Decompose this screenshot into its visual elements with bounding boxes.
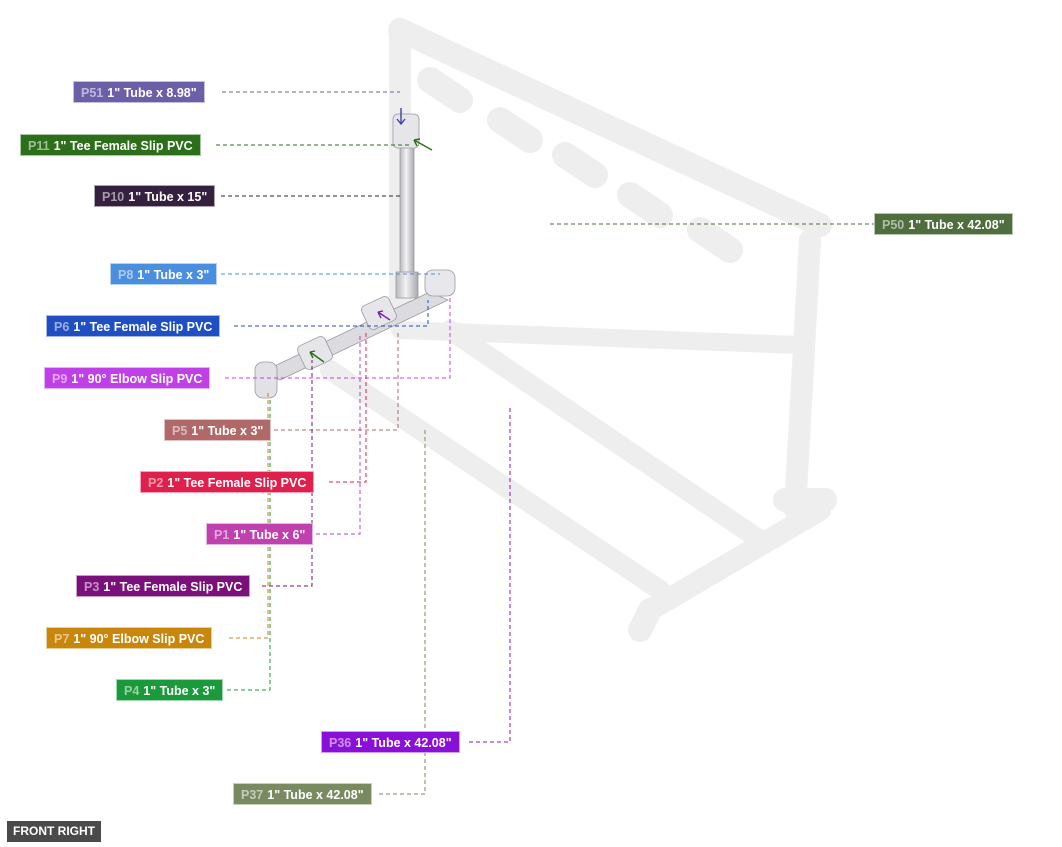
part-id: P36 [329, 736, 352, 750]
part-id: P3 [84, 580, 100, 594]
part-id: P11 [28, 139, 50, 153]
part-desc: 1" Tee Female Slip PVC [103, 580, 243, 594]
part-desc: 1" Tube x 3" [191, 424, 264, 438]
part-id: P51 [81, 86, 104, 100]
part-desc: 1" Tube x 42.08" [908, 218, 1005, 232]
part-desc: 1" Tube x 42.08" [267, 788, 364, 802]
front-assembly [254, 113, 456, 399]
part-id: P37 [241, 788, 264, 802]
part-id: P50 [882, 218, 905, 232]
faded-frame [320, 18, 837, 642]
part-id: P8 [118, 268, 134, 282]
part-desc: 1" Tube x 6" [233, 528, 306, 542]
part-desc: 1" 90° Elbow Slip PVC [71, 372, 203, 386]
part-id: P6 [54, 320, 70, 334]
part-desc: 1" Tube x 3" [137, 268, 210, 282]
view-label: FRONT RIGHT [6, 820, 102, 843]
part-desc: 1" Tube x 8.98" [107, 86, 197, 100]
part-id: P4 [124, 684, 140, 698]
part-desc: 1" Tube x 3" [143, 684, 216, 698]
part-id: P2 [148, 476, 164, 490]
part-desc: 1" Tube x 15" [128, 190, 208, 204]
part-desc: 1" Tee Female Slip PVC [73, 320, 213, 334]
part-id: P9 [52, 372, 68, 386]
part-id: P5 [172, 424, 188, 438]
part-id: P7 [54, 632, 70, 646]
part-id: P1 [214, 528, 230, 542]
part-desc: 1" 90° Elbow Slip PVC [73, 632, 205, 646]
part-desc: 1" Tee Female Slip PVC [53, 139, 193, 153]
arrow-markers [309, 108, 433, 363]
part-desc: 1" Tee Female Slip PVC [167, 476, 307, 490]
part-desc: 1" Tube x 42.08" [355, 736, 452, 750]
part-id: P10 [102, 190, 125, 204]
